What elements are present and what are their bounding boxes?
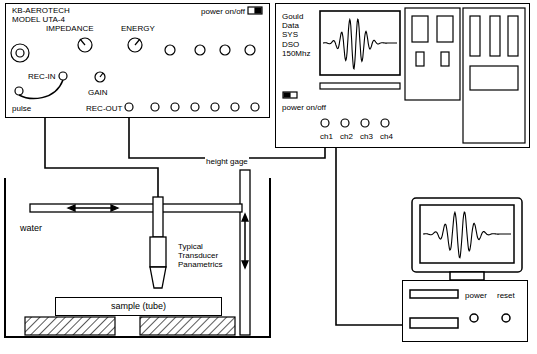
node-text: ch1 [320,132,333,141]
node-text: GAIN [88,88,108,97]
node-text: power on/off [201,7,245,16]
scope-waveform [323,19,397,69]
node-text: pulse [12,104,31,113]
sample-tube: sample (tube) [55,297,222,316]
monitor-waveform [423,212,511,258]
node-text: REC-OUT [86,104,122,113]
oscilloscope: Gould Data SYS DSO 150Mhz power on/off ch1… [275,3,530,148]
node-text: ch4 [380,132,393,141]
node-text: power [465,291,487,300]
node-text: Typical Transducer Panametrics [178,242,234,270]
node-text: reset [497,291,515,300]
computer-monitor [410,198,522,328]
transducer [150,197,166,288]
node-text: ch3 [360,132,373,141]
part-label: height gage [205,157,249,166]
node-text: REC-IN [28,72,56,81]
water-tank: waterTypical Transducer Panametricssampl… [5,178,270,337]
node-text: ch2 [340,132,353,141]
signal-cable [336,148,402,325]
water-tank [5,178,270,337]
height-gage [30,170,250,335]
node-text: ENERGY [121,24,155,33]
transducer: Typical Transducer Panametrics [148,197,168,288]
ultrasonic-analyzer: KB-AEROTECH MODEL UTA-4IMPEDANCE ENERGY po… [5,3,270,118]
node-text: sample (tube) [56,301,221,311]
node-text: Gould Data SYS DSO 150Mhz [282,12,313,58]
oscilloscope-controls [283,8,525,143]
node-text: IMPEDANCE [46,24,94,33]
node-text: water [20,223,42,233]
instrument-controls [11,7,262,111]
signal-cable [129,118,325,158]
computer: power reset [402,280,528,342]
node-text: KB-AEROTECH MODEL UTA-4 [12,6,82,24]
node-text: power on/off [282,103,326,112]
